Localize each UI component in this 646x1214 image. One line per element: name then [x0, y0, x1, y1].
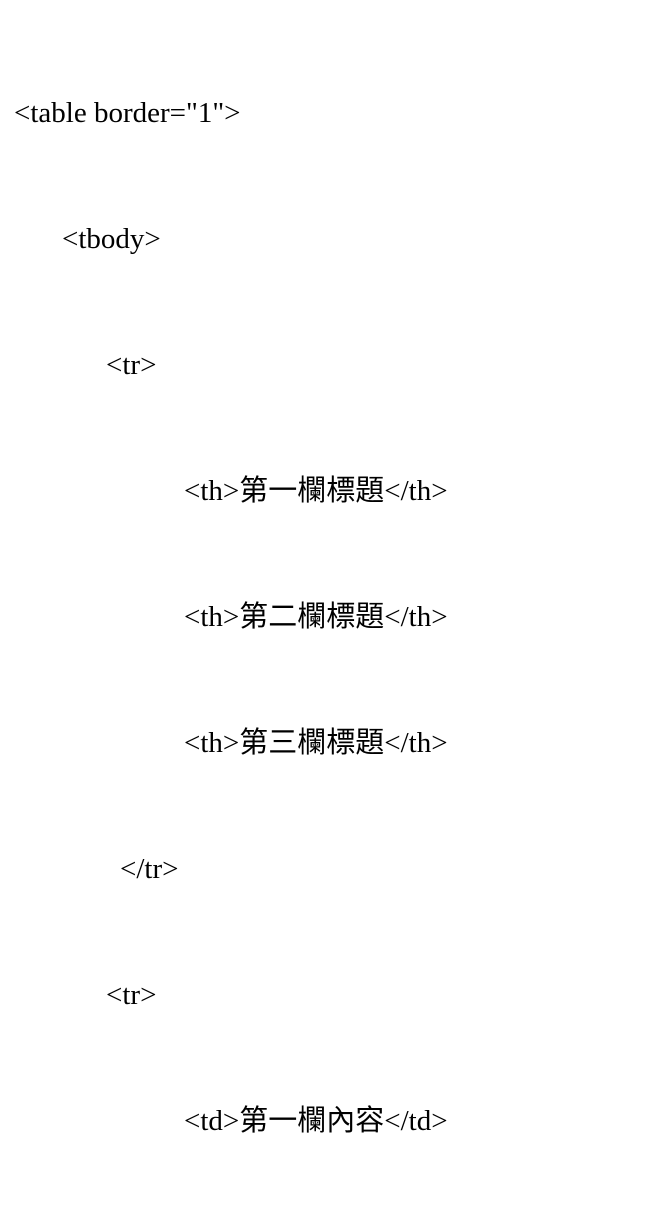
code-line: <th>第二欄標題</th>: [184, 601, 448, 633]
code-line: <table border="1">: [14, 97, 241, 129]
code-line: <tr>: [106, 349, 157, 381]
code-line: <th>第三欄標題</th>: [184, 727, 448, 759]
code-line: <td>第一欄內容</td>: [184, 1105, 448, 1137]
code-line: <tbody>: [62, 223, 161, 255]
code-line: <tr>: [106, 979, 157, 1011]
code-line: </tr>: [120, 853, 179, 885]
code-line: <th>第一欄標題</th>: [184, 475, 448, 507]
